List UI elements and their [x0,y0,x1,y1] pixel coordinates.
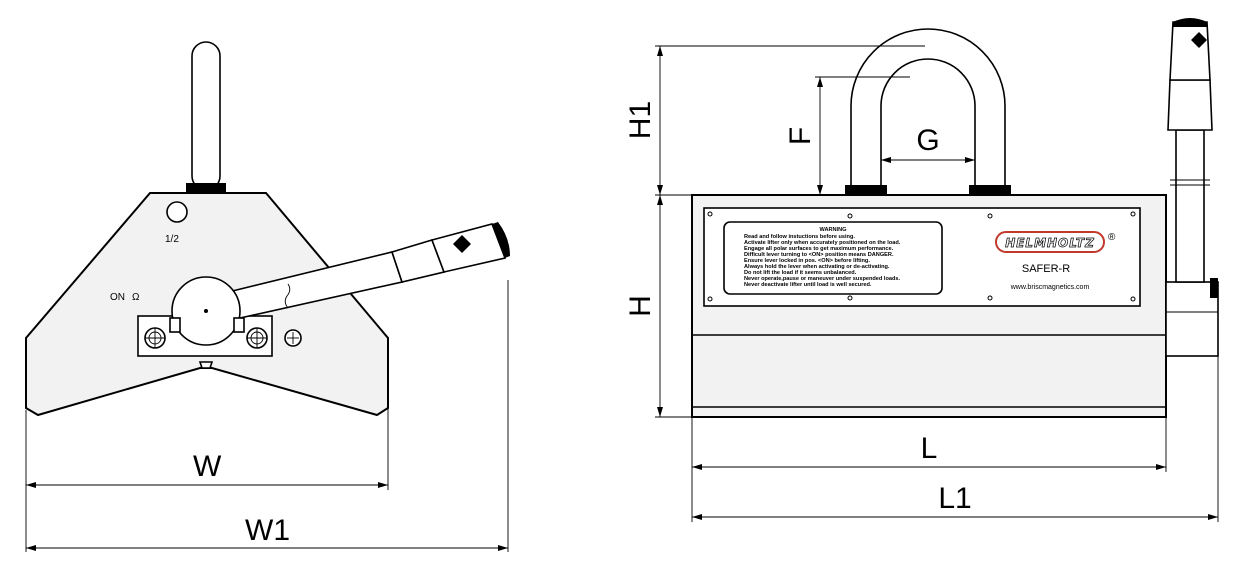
warning-line: Never operate,pause or maneuver under su… [744,276,901,282]
dimension-f: F [784,76,910,195]
registered-mark: ® [1108,232,1116,243]
warning-line: Never deactivate lifter until load is we… [744,282,872,288]
warning-title: WARNING [819,227,846,233]
dimension-h: H [624,194,692,418]
side-screw-icon [284,329,302,347]
dim-label-l: L [921,432,938,465]
brand-name: HELMHOLTZ [1005,236,1095,250]
dim-label-w1: W1 [245,514,290,547]
warning-line: Difficult lever turning to <ON> position… [744,252,894,258]
screw-right-icon [246,327,268,349]
warning-box [723,221,943,295]
warning-line: Activate lifter only when accurately pos… [744,240,901,246]
hole-icon [166,201,188,223]
label-on: ON [110,292,125,303]
warning-line: Read and follow instuctions before using… [744,234,855,240]
dim-label-h1: H1 [624,101,657,139]
dimension-l: L [691,417,1167,522]
dim-label-g: G [916,124,939,157]
dim-label-h: H [624,295,657,317]
dimension-g: G [881,124,975,163]
model-name: SAFER-R [1022,263,1070,275]
side-view: WARNING Read and follow instuctions befo… [624,18,1219,522]
lifting-eye [850,28,1006,191]
lever-arm [210,222,510,323]
warning-line: Ensure lever locked in pos. <ON> before … [744,258,870,264]
dim-label-l1: L1 [938,482,971,515]
warning-line: Always hold the lever when activating or… [744,264,890,270]
label-half: 1/2 [165,234,179,245]
website-url: www.briscmagnetics.com [1010,284,1090,291]
screw-left-icon [144,327,166,349]
top-knob [186,41,226,193]
brand-logo [995,231,1105,253]
on-symbol-icon: Ω [132,292,140,303]
dimension-w: W [25,405,389,552]
dimension-l1: L1 [692,356,1219,522]
warning-line: Engage all polar surfaces to get maximum… [744,246,894,252]
dimension-w1: W1 [26,280,509,552]
dim-label-w: W [193,450,222,483]
warning-line: Do not lift the load if it seems unbalan… [744,270,857,276]
front-view: 1/2 ON Ω [25,41,510,552]
side-handle [1165,18,1219,357]
dim-label-f: F [784,127,817,145]
dimension-h1: H1 [624,45,925,195]
